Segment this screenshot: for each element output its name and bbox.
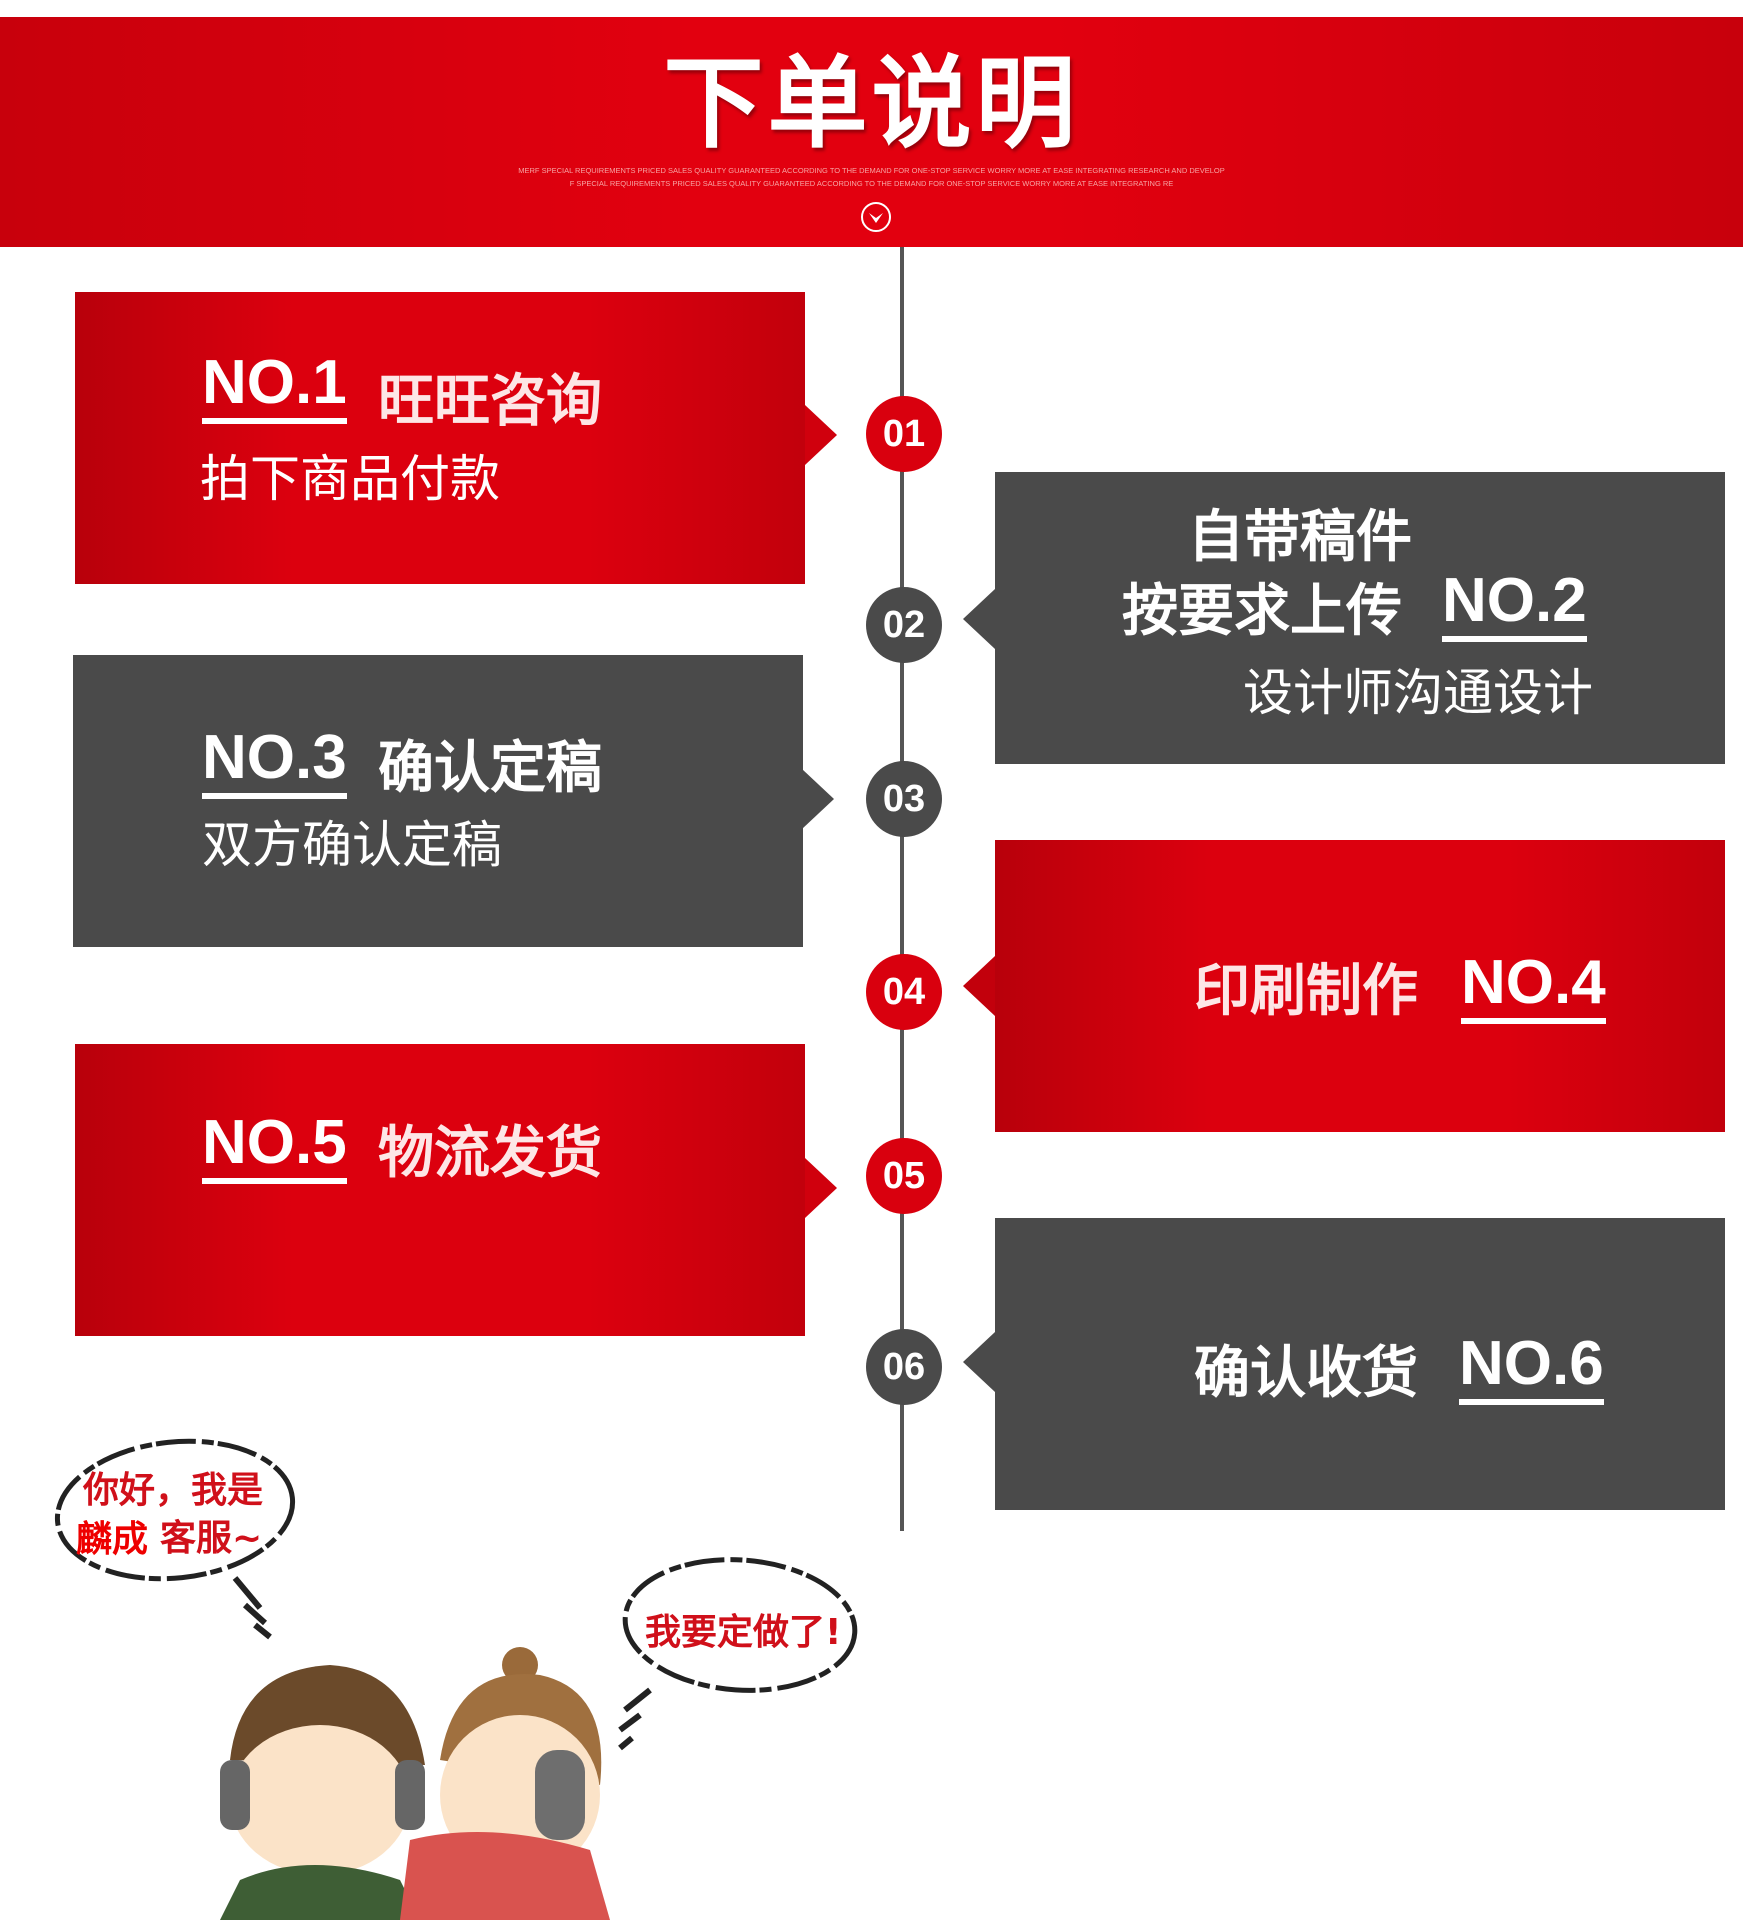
step-4-badge: 04 (866, 954, 942, 1030)
step-2-card (995, 472, 1725, 764)
bubble1-line2: 客服~ (160, 1518, 263, 1559)
step-1-pointer (805, 405, 837, 465)
step-2-no: NO.2 (1442, 570, 1587, 642)
step-3-pointer (802, 769, 834, 829)
header-banner (0, 17, 1743, 247)
step-6-title: 确认收货 (1194, 1341, 1418, 1406)
step-3-title: 确认定稿 (378, 736, 602, 801)
step-2-desc: 设计师沟通设计 (1243, 664, 1593, 722)
bubble1-brand: 麟成 (76, 1518, 149, 1560)
chevron-down-circle-icon (861, 202, 891, 232)
step-3-no: NO.3 (202, 727, 347, 799)
step-4-no: NO.4 (1461, 952, 1606, 1024)
step-3-desc: 双方确认定稿 (202, 816, 502, 874)
step-1-no: NO.1 (202, 352, 347, 424)
step-6-badge: 06 (866, 1329, 942, 1405)
step-5-pointer (805, 1158, 837, 1218)
step-3-card (73, 655, 803, 947)
step-5-card (75, 1044, 805, 1336)
step-4-title: 印刷制作 (1194, 959, 1418, 1024)
header-subtitle: F SPECIAL REQUIREMENTS PRICED SALES QUAL… (569, 179, 1174, 188)
step-6-card (995, 1218, 1725, 1510)
step-1-card (75, 292, 805, 584)
header-subtitle: MERF SPECIAL REQUIREMENTS PRICED SALES Q… (518, 166, 1225, 175)
step-5-badge: 05 (866, 1138, 942, 1214)
step-1-badge: 01 (866, 396, 942, 472)
step-6-no: NO.6 (1459, 1333, 1604, 1405)
bubble2-text: 我要定做了! (645, 1612, 842, 1653)
step-2-badge: 02 (866, 587, 942, 663)
customer-service-cartoon (54, 1438, 858, 1920)
step-2-pointer (963, 589, 995, 649)
timeline-line (900, 247, 904, 1531)
step-3-badge: 03 (866, 761, 942, 837)
step-2-title-line1: 自带稿件 (1188, 505, 1412, 570)
step-5-title: 物流发货 (378, 1121, 602, 1186)
step-5-no: NO.5 (202, 1112, 347, 1184)
step-4-pointer (963, 956, 995, 1016)
bubble1-line1: 你好，我是 (83, 1470, 264, 1511)
step-2-title: 按要求上传 (1122, 579, 1402, 644)
step-1-title: 旺旺咨询 (378, 369, 602, 434)
step-4-card (995, 840, 1725, 1132)
step-1-desc: 拍下商品付款 (200, 450, 500, 508)
page-title: 下单说明 (663, 45, 1080, 162)
step-6-pointer (963, 1332, 995, 1392)
